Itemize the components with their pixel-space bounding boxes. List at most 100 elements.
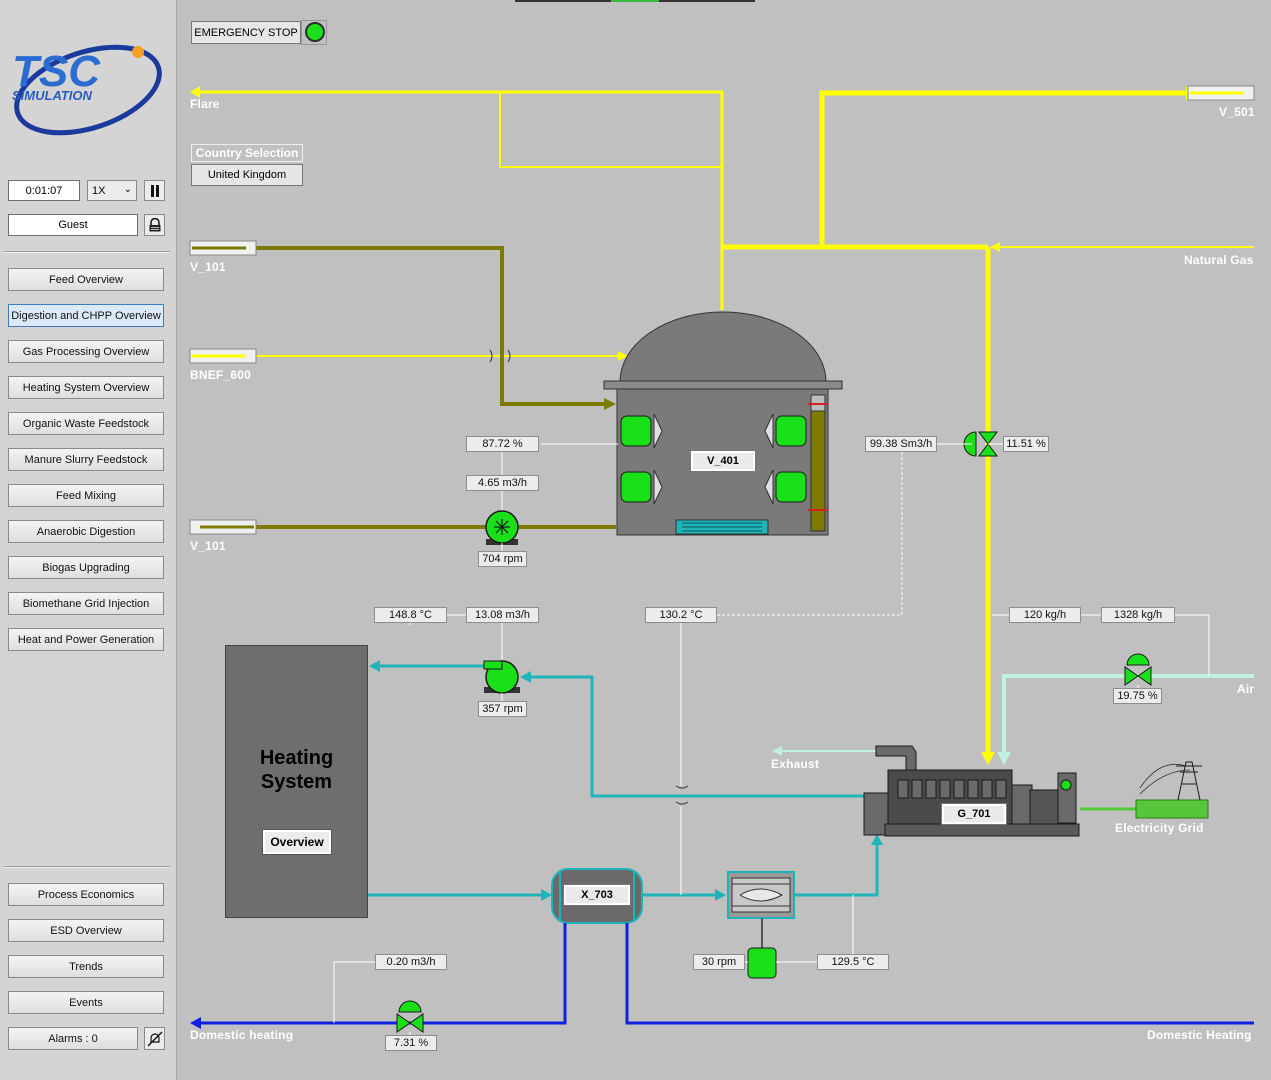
exchanger-tag[interactable]: X_703 [563, 884, 631, 906]
biogas-valve-readout[interactable]: 11.51 % [1003, 436, 1049, 452]
esd-overview-button[interactable]: ESD Overview [8, 919, 164, 942]
heating-return-arrowhead [541, 889, 552, 901]
pause-button[interactable] [144, 180, 165, 201]
exhaust-line [772, 746, 878, 756]
sidebar-divider [4, 866, 170, 868]
cooler-fan-drive [747, 918, 777, 979]
digester-v401 [603, 311, 843, 536]
v101-out-label[interactable]: V_101 [190, 539, 226, 553]
trends-button[interactable]: Trends [8, 955, 164, 978]
digester-level-gauge [810, 394, 826, 532]
cooler-outlet-temp-readout: 129.5 °C [817, 954, 889, 970]
tsc-simulation-logo: TSC SIMULATION [12, 44, 162, 136]
v501-label[interactable]: V_501 [1219, 105, 1255, 119]
cooler-outlet-arrowhead [871, 834, 883, 845]
feed-arrowhead [604, 398, 616, 410]
user-field[interactable]: Guest [8, 214, 138, 236]
exchanger-outlet-arrowhead [715, 889, 726, 901]
flare-bypass-loop [499, 92, 722, 168]
exhaust-label: Exhaust [771, 757, 820, 771]
top-edge-indicator [515, 0, 611, 2]
v501-line [819, 90, 1190, 247]
recycle-arrowhead [192, 521, 204, 533]
process-economics-button[interactable]: Process Economics [8, 883, 164, 906]
nav-digestion-and-chpp-overview-button[interactable]: Digestion and CHPP Overview [8, 304, 164, 327]
digester-tag[interactable]: V_401 [690, 450, 756, 472]
alarms-button[interactable]: Alarms : 0 [8, 1027, 138, 1050]
heating-supply-flow-readout: 13.08 m3/h [466, 607, 539, 623]
bnef-arrowhead [618, 351, 628, 361]
speed-select[interactable]: 1X ⌄ [87, 180, 137, 201]
dashed-signal-lines [717, 452, 903, 616]
air-valve [1124, 653, 1152, 686]
natural-gas-label: Natural Gas [1184, 253, 1254, 267]
recycle-pump [485, 510, 519, 545]
engine-return-arrowhead [520, 671, 531, 683]
country-select[interactable]: United Kingdom [191, 164, 303, 186]
digester-heater-coil [675, 519, 769, 535]
biogas-control-valve [963, 431, 998, 457]
engine-temp-readout: 130.2 °C [645, 607, 717, 623]
v101-in-endpoint [189, 240, 257, 256]
emergency-stop-status-frame [301, 20, 327, 45]
v501-arrowhead [1186, 86, 1198, 100]
nav-feed-mixing-button[interactable]: Feed Mixing [8, 484, 164, 507]
bnef-endpoint [189, 348, 257, 364]
speed-value: 1X [92, 184, 106, 197]
cooler-outlet-line [794, 842, 879, 897]
digester-dome [619, 311, 827, 383]
heating-system-title: Heating System [259, 747, 334, 793]
bnef-label[interactable]: BNEF_600 [190, 368, 251, 382]
electricity-grid-label: Electricity Grid [1115, 821, 1204, 835]
air-label: Air [1237, 682, 1255, 696]
emergency-stop-button[interactable]: EMERGENCY STOP [191, 21, 301, 44]
heating-pump [483, 660, 520, 694]
domestic-heating-right-label: Domestic Heating [1147, 1028, 1252, 1042]
exhaust-stack [875, 745, 917, 771]
domestic-valve-readout[interactable]: 7.31 % [385, 1035, 437, 1051]
nav-biomethane-grid-injection-button[interactable]: Biomethane Grid Injection [8, 592, 164, 615]
nav-manure-slurry-feedstock-button[interactable]: Manure Slurry Feedstock [8, 448, 164, 471]
nav-anaerobic-digestion-button[interactable]: Anaerobic Digestion [8, 520, 164, 543]
air-valve-readout[interactable]: 19.75 % [1113, 688, 1162, 704]
sludge-lines [192, 246, 616, 533]
alarm-mute-button[interactable] [144, 1027, 165, 1050]
generator-tag[interactable]: G_701 [941, 803, 1007, 825]
events-button[interactable]: Events [8, 991, 164, 1014]
flare-label: Flare [190, 97, 220, 111]
heating-system-block: Heating System Overview [225, 645, 368, 918]
heating-pump-speed-readout: 357 rpm [478, 701, 527, 717]
domestic-heating-left-label: Domestic heating [190, 1028, 294, 1042]
chevron-down-icon: ⌄ [123, 184, 132, 195]
v101-in-label[interactable]: V_101 [190, 260, 226, 274]
sidebar-divider [4, 251, 170, 253]
electricity-grid-icon [1080, 761, 1209, 819]
flare-line [196, 90, 724, 310]
recycle-pump-speed-readout: 704 rpm [478, 551, 527, 567]
digester-roof [603, 380, 843, 390]
lock-icon [149, 218, 160, 232]
nav-heating-system-overview-button[interactable]: Heating System Overview [8, 376, 164, 399]
signal-lines [333, 443, 1210, 1035]
nav-biogas-upgrading-button[interactable]: Biogas Upgrading [8, 556, 164, 579]
heating-supply-arrowhead [369, 660, 380, 672]
v101-out-endpoint [189, 519, 257, 535]
top-edge-indicator [659, 0, 755, 2]
domestic-flow-readout: 0.20 m3/h [375, 954, 447, 970]
simulation-time: 0:01:07 [8, 180, 80, 201]
feed-line [256, 246, 608, 406]
coolant-lines [368, 660, 883, 901]
nav-heat-and-power-generation-button[interactable]: Heat and Power Generation [8, 628, 164, 651]
domestic-heating-valve [396, 1000, 424, 1033]
nav-organic-waste-feedstock-button[interactable]: Organic Waste Feedstock [8, 412, 164, 435]
heating-overview-button[interactable]: Overview [262, 829, 332, 855]
lock-button[interactable] [144, 214, 165, 236]
heating-supply-temp-readout: 148.8 °C [374, 607, 447, 623]
engine-return-line [530, 675, 864, 798]
biogas-flow-readout: 99.38 Sm3/h [865, 436, 937, 452]
digester-level-readout: 87.72 % [466, 436, 539, 452]
nav-feed-overview-button[interactable]: Feed Overview [8, 268, 164, 291]
domestic-heating-lines [190, 923, 1254, 1029]
nav-gas-processing-overview-button[interactable]: Gas Processing Overview [8, 340, 164, 363]
sidebar: TSC SIMULATION 0:01:07 1X ⌄ Guest Process… [0, 0, 177, 1080]
